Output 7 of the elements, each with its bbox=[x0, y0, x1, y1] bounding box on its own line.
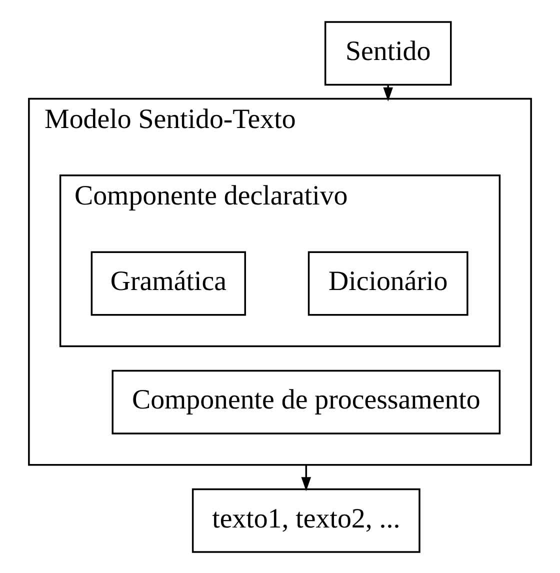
node-box: Sentido bbox=[324, 20, 452, 86]
node-box: texto1, texto2, ... bbox=[192, 488, 420, 552]
node-box: Dicionário bbox=[308, 250, 468, 316]
node-box: Componente de processamento bbox=[112, 369, 501, 434]
arrow bbox=[383, 84, 393, 101]
node-box: Gramática bbox=[90, 250, 246, 316]
arrow bbox=[301, 464, 312, 491]
